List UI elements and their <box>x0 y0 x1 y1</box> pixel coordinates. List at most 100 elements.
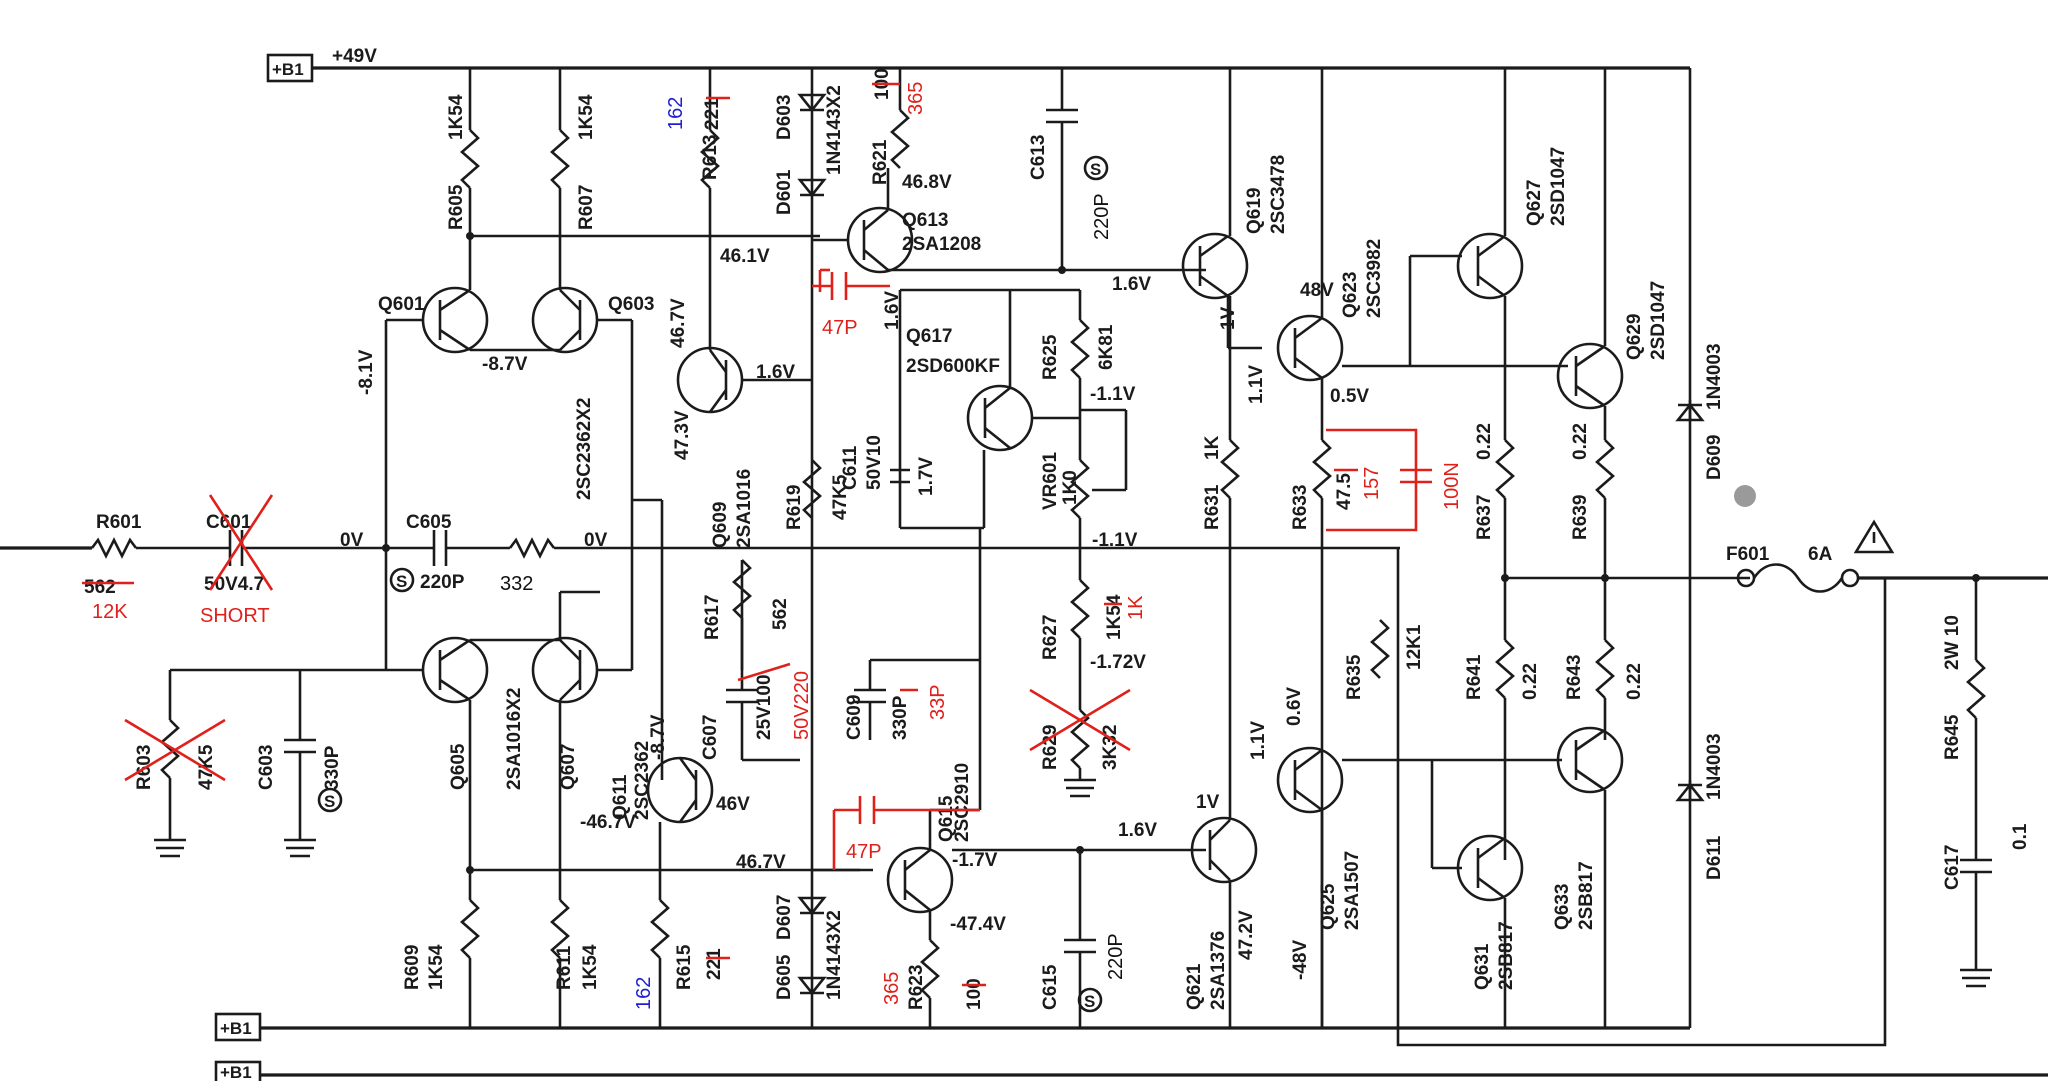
q625-type: 2SA1507 <box>1342 851 1363 930</box>
transistor-q631 <box>1456 834 1524 902</box>
rail-tag-top: +B1 <box>272 60 304 79</box>
transistor-q601 <box>421 286 489 354</box>
r607-ref: R607 <box>576 185 597 230</box>
r633-cap-value: 100N <box>1441 462 1463 510</box>
r615-ref: R615 <box>674 944 695 990</box>
d611-value: 1N4003 <box>1704 733 1725 800</box>
c607-ref: C607 <box>700 715 721 760</box>
r631-ref: R631 <box>1202 484 1223 530</box>
voltage-16-b: 1.6V <box>882 291 903 330</box>
r623-ref: R623 <box>906 965 927 1010</box>
q633-ref: Q633 <box>1552 884 1573 930</box>
rail-voltage-top: +49V <box>332 46 377 67</box>
d611-ref: D611 <box>1704 835 1725 880</box>
safety-mark-c603: S <box>324 792 335 811</box>
q601-603-type: 2SC2362X2 <box>574 398 595 500</box>
d607-value: 1N4143X2 <box>824 910 845 1000</box>
q611-ref: Q611 <box>610 774 631 820</box>
q613-type: 2SA1208 <box>902 234 981 255</box>
r629-value: 3K32 <box>1100 725 1121 770</box>
d609-ref: D609 <box>1704 435 1725 480</box>
c613-value: 220P <box>1091 193 1113 240</box>
r617-value: 562 <box>770 598 791 630</box>
q629-ref: Q629 <box>1624 314 1645 360</box>
q629-type: 2SD1047 <box>1648 281 1669 360</box>
transistor-q629 <box>1556 342 1624 410</box>
bias-servo: R625 6K81 -1.1V VR601 1K0 Q617 2SD600KF … <box>840 288 1147 810</box>
voltage-46: 46V <box>716 794 750 815</box>
r613-new-value: 162 <box>665 97 687 130</box>
r633-old-value: 47.5 <box>1334 473 1355 510</box>
transistor-q633 <box>1556 726 1624 794</box>
fuse-symbol <box>1752 563 1844 593</box>
diff-pair-bottom: Q605 Q607 2SA1016X2 R609 1K54 R611 1K54 <box>386 500 860 1028</box>
voltage-473: 47.3V <box>672 410 693 460</box>
q613-ref: Q613 <box>902 210 948 231</box>
r627-old-value: 1K54 <box>1104 594 1125 640</box>
r611-ref: R611 <box>554 945 575 990</box>
c601-old-value: 50V4.7 <box>204 574 264 595</box>
voltage-472: 47.2V <box>1236 910 1257 960</box>
voltage-0v-b: 0V <box>584 530 608 551</box>
voltage-n172: -1.72V <box>1090 652 1146 673</box>
r623-old-value: 100 <box>964 978 985 1010</box>
q601-ref: Q601 <box>378 294 425 315</box>
transistor-q627 <box>1456 232 1524 300</box>
input-bias: R603 47K5 C603 S 330P <box>124 548 388 858</box>
warning-icon <box>1853 519 1895 554</box>
c603-value: 330P <box>322 745 343 790</box>
r623-new-value: 365 <box>881 972 903 1005</box>
c617-value: 0.1 <box>2010 823 2031 850</box>
r601-old-value: 562 <box>84 577 116 598</box>
comp-caps: C613 220P S C615 220P S <box>1028 68 1127 1028</box>
diff-pair-top: R605 1K54 R607 1K54 Q601 Q603 -8.7V 2SC2… <box>356 68 820 548</box>
r635-ref: R635 <box>1344 654 1365 700</box>
c609-ref: C609 <box>844 695 865 740</box>
cap-47p-b: 47P <box>846 841 882 863</box>
r645-value: 2W 10 <box>1942 615 1963 670</box>
r627-new-value: 1K <box>1125 595 1147 620</box>
q609-ref: Q609 <box>710 502 731 548</box>
r601-new-value: 12K <box>92 601 128 623</box>
d603-ref: D603 <box>774 95 795 140</box>
safety-mark-c615: S <box>1084 992 1095 1011</box>
ground-symbol <box>1960 968 1992 988</box>
r601-ref: R601 <box>96 512 142 533</box>
transistor-q621 <box>1190 816 1258 884</box>
marker-dot <box>1734 485 1756 507</box>
voltage-461: 46.1V <box>720 246 770 267</box>
vas-stage: R613 221 162 46.7V 47.3V Q609 2SA1016 1.… <box>580 68 813 1028</box>
driver-q615: Q615 2SC2910 46.7V -1.7V -47.4V R623 100… <box>736 763 1206 1028</box>
transistor-q607 <box>531 636 599 704</box>
r605-ref: R605 <box>446 184 467 230</box>
r615-new-value: 162 <box>633 977 655 1010</box>
c609-new-value: 33P <box>927 684 949 720</box>
r631-value: 1K <box>1202 435 1223 460</box>
transistor-q603 <box>531 286 599 354</box>
voltage-n474: -47.4V <box>950 914 1006 935</box>
fuse-rating: 6A <box>1808 544 1833 565</box>
c603-ref: C603 <box>256 745 277 790</box>
c607-new-value: 50V220 <box>791 671 813 740</box>
vr601-ref: VR601 <box>1040 451 1061 510</box>
voltage-05-b: 0.6V <box>1284 687 1305 726</box>
r629-ref: R629 <box>1040 725 1061 770</box>
voltage-468: 46.8V <box>902 172 952 193</box>
c607-old-value: 25V100 <box>754 674 775 740</box>
r609-ref: R609 <box>402 945 423 990</box>
r621-ref: R621 <box>870 139 891 185</box>
r635-value: 12K1 <box>1404 624 1425 670</box>
voltage-11-a: 1.1V <box>1246 365 1267 404</box>
c601-new-value: SHORT <box>200 605 270 627</box>
c611-value: 50V10 <box>864 435 885 490</box>
safety-mark-c613: S <box>1090 160 1101 179</box>
r605-value: 1K54 <box>446 94 467 140</box>
rail-tag-bottom-2: +B1 <box>220 1063 252 1081</box>
voltage-n87-a: -8.7V <box>482 354 528 375</box>
c605-ref: C605 <box>406 512 452 533</box>
ground-symbol <box>1064 778 1096 798</box>
q605-607-type: 2SA1016X2 <box>504 688 525 790</box>
voltage-n81: -8.1V <box>356 349 377 395</box>
c615-value: 220P <box>1105 933 1127 980</box>
q621-type: 2SA1376 <box>1208 931 1229 1010</box>
